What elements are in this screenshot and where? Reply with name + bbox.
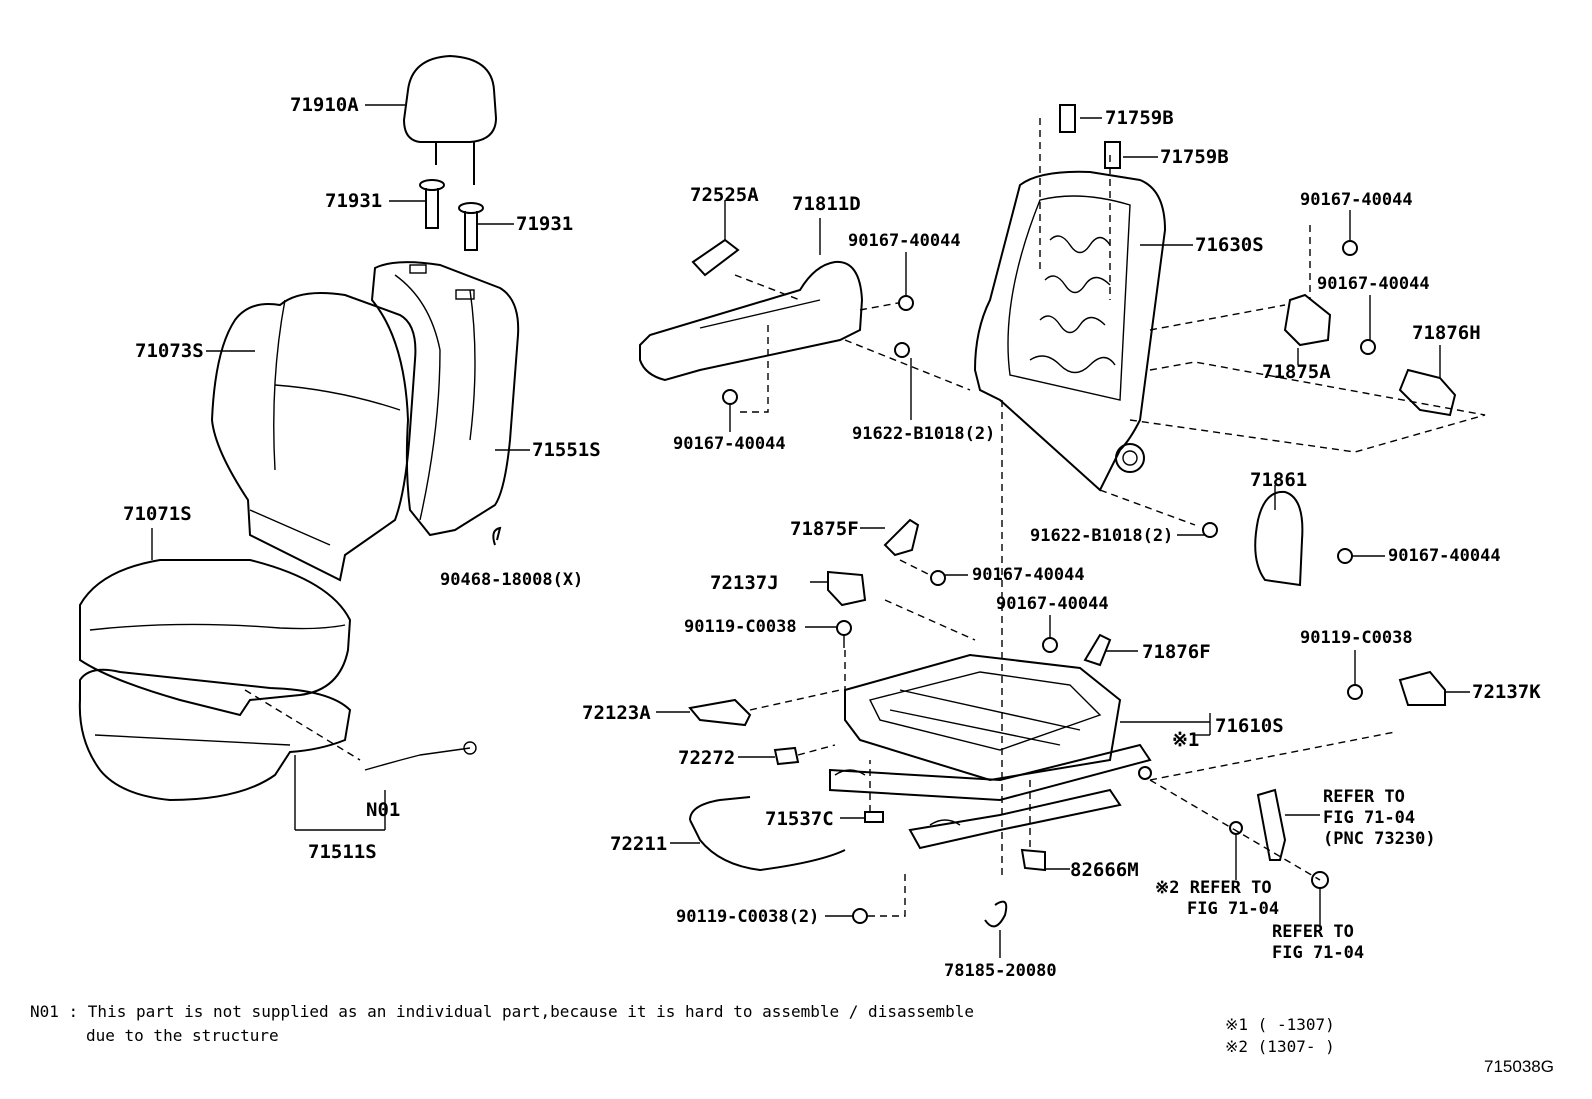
refer-label-1-line1: REFER TO	[1323, 787, 1405, 807]
refer-label-2-line1: ※2 REFER TO	[1155, 878, 1272, 898]
part-label-71875f: 71875F	[790, 518, 859, 540]
part-label-72123a: 72123A	[582, 702, 651, 724]
part-label-90468-18008: 90468-18008(X)	[440, 570, 584, 590]
variant-mark-1: ※1	[1172, 729, 1200, 751]
footnote-mark1: ※1 ( -1307)	[1225, 1015, 1335, 1034]
adjuster-small-parts-shape	[656, 518, 1470, 958]
seatback-pad-shape	[370, 261, 530, 537]
part-label-71931-right: 71931	[516, 213, 574, 235]
refer-label-3-line2: FIG 71-04	[1272, 943, 1365, 963]
part-label-91622-b1018-a: 91622-B1018(2)	[852, 424, 996, 444]
part-label-71537c: 71537C	[765, 808, 834, 830]
figure-id: 715038G	[1484, 1057, 1554, 1076]
part-label-72211: 72211	[610, 833, 668, 855]
part-label-90167-40044-c: 90167-40044	[1300, 190, 1413, 210]
part-label-71630s: 71630S	[1195, 234, 1264, 256]
seat-adjuster-shape	[829, 653, 1396, 881]
part-label-71861: 71861	[1250, 469, 1308, 491]
part-label-71511s: 71511S	[308, 841, 377, 863]
part-label-71811d: 71811D	[792, 193, 861, 215]
part-label-71071s: 71071S	[123, 503, 192, 525]
part-label-82666m: 82666M	[1070, 859, 1139, 881]
cushion-pad-shape	[78, 668, 477, 831]
part-label-71876f: 71876F	[1142, 641, 1211, 663]
part-label-71876h: 71876H	[1412, 322, 1481, 344]
headrest-shape	[365, 54, 498, 185]
part-label-90119-c0038-c: 90119-C0038(2)	[676, 907, 820, 927]
part-label-n01: N01	[366, 799, 401, 821]
screw-shapes-center	[722, 252, 971, 432]
headrest-support-shapes	[389, 179, 514, 251]
part-label-90167-40044-d: 90167-40044	[1317, 274, 1430, 294]
part-label-71551s: 71551S	[532, 439, 601, 461]
part-label-90167-40044-f: 90167-40044	[972, 565, 1085, 585]
part-label-90167-40044-e: 90167-40044	[1388, 546, 1501, 566]
hog-ring-shape	[492, 526, 502, 546]
part-label-78185-20080: 78185-20080	[944, 961, 1057, 981]
part-label-71610s: 71610S	[1215, 715, 1284, 737]
footnote-mark2: ※2 (1307- )	[1225, 1037, 1335, 1056]
part-label-71875a: 71875A	[1262, 361, 1331, 383]
part-label-91622-b1018-b: 91622-B1018(2)	[1030, 526, 1174, 546]
part-label-72137k: 72137K	[1472, 681, 1541, 703]
refer-label-1-line2: FIG 71-04	[1323, 808, 1416, 828]
seatback-frame-shape	[973, 104, 1286, 880]
part-label-71931-left: 71931	[325, 190, 383, 212]
cushion-cover-shape	[79, 528, 352, 717]
part-label-90119-c0038-a: 90119-C0038	[684, 617, 797, 637]
part-label-72272: 72272	[678, 747, 736, 769]
recliner-knob-shape	[691, 200, 801, 301]
part-label-71910a: 71910A	[290, 94, 359, 116]
seatback-cover-shape	[206, 292, 417, 582]
refer-label-1-line3: (PNC 73230)	[1323, 829, 1436, 849]
side-shield-shape	[639, 218, 864, 382]
refer-label-2-line2: FIG 71-04	[1187, 899, 1280, 919]
right-side-covers-shape	[1129, 210, 1486, 587]
part-label-71759b-b: 71759B	[1160, 146, 1229, 168]
part-label-90167-40044-a: 90167-40044	[848, 231, 961, 251]
footnote-n01-line1: N01 : This part is not supplied as an in…	[30, 1002, 975, 1021]
part-label-72525a: 72525A	[690, 184, 759, 206]
refer-label-3-line1: REFER TO	[1272, 922, 1354, 942]
part-label-90167-40044-g: 90167-40044	[996, 594, 1109, 614]
part-label-72137j: 72137J	[710, 572, 779, 594]
part-label-71759b-a: 71759B	[1105, 107, 1174, 129]
part-label-90167-40044-b: 90167-40044	[673, 434, 786, 454]
part-label-71073s: 71073S	[135, 340, 204, 362]
footnote-n01-line2: due to the structure	[86, 1026, 279, 1045]
part-label-90119-c0038-b: 90119-C0038	[1300, 628, 1413, 648]
